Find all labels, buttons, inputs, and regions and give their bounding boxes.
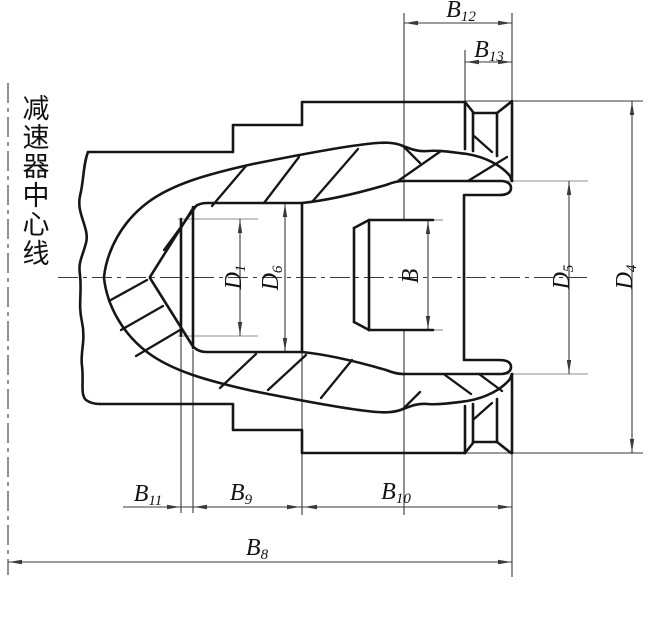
dim-label-d1: D1 (221, 264, 249, 290)
dim-label-b: B (398, 268, 424, 284)
dimension-lines (8, 22, 633, 563)
upper-arm-inner (148, 179, 405, 279)
break-line (77, 150, 102, 406)
dim-label-b11: B11 (133, 481, 163, 509)
upper-arm-outer (102, 141, 514, 279)
center-lines (7, 83, 587, 575)
top-right-notch (463, 100, 513, 158)
dim-label-b9: B9 (229, 480, 253, 508)
yoke-cavity (401, 179, 513, 376)
reducer-centerline-label: 减速器中心线 (17, 94, 49, 268)
dim-label-b10: B10 (381, 479, 411, 507)
bottom-right-notch (463, 397, 513, 455)
hub-block (352, 218, 435, 332)
dim-label-b13: B13 (474, 37, 504, 65)
lower-arm-outer (102, 276, 514, 414)
dim-label-b12: B12 (446, 0, 476, 25)
dimension-arrowheads (9, 20, 635, 565)
part-outline (77, 99, 514, 455)
lower-arm-inner (148, 276, 405, 376)
dim-label-d5: D5 (549, 264, 577, 290)
dim-label-d6: D6 (258, 265, 286, 291)
bottom-face (98, 402, 467, 455)
dim-label-d4: D4 (612, 264, 640, 290)
hatching (107, 144, 509, 411)
top-face (86, 100, 467, 154)
dim-label-b8: B8 (245, 535, 269, 563)
